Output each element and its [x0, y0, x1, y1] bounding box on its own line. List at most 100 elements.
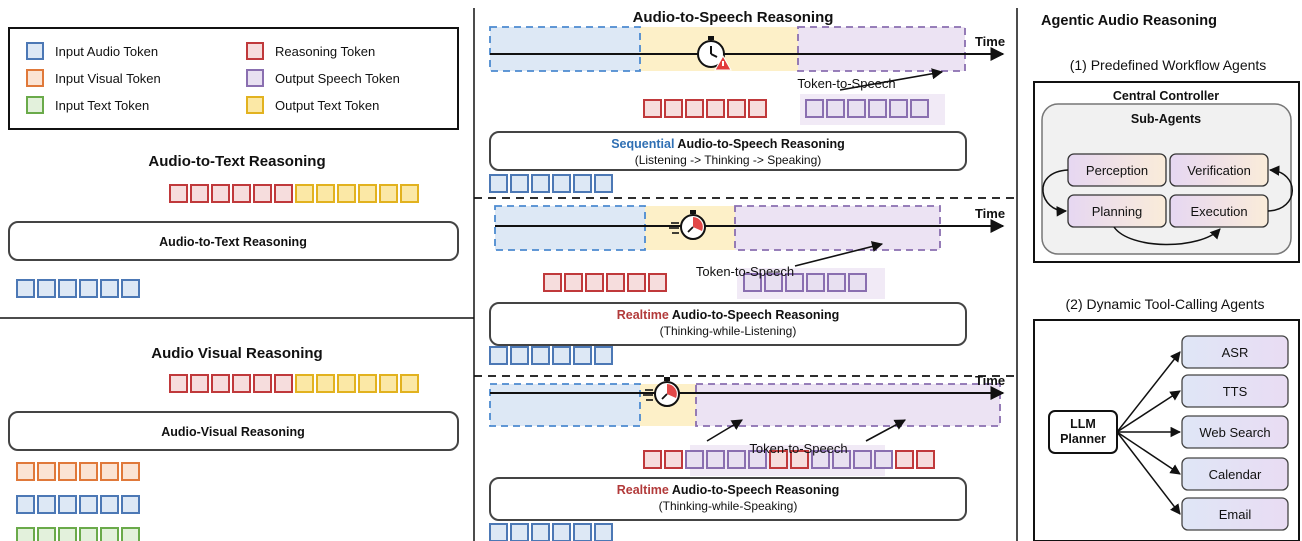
legend-item-label: Reasoning Token — [275, 44, 375, 59]
token-to-speech-label: Token-to-Speech — [797, 76, 895, 91]
token-to-speech-label: Token-to-Speech — [696, 264, 794, 279]
output-speech-token — [847, 99, 866, 118]
output-text-token — [295, 374, 314, 393]
audio-to-text-heading: Audio-to-Text Reasoning — [148, 153, 325, 170]
token-to-speech-arrow — [794, 241, 884, 267]
output-speech-token — [874, 450, 893, 469]
input-audio-token — [573, 174, 592, 193]
audio-to-text-input-tokens — [16, 279, 140, 298]
output-text-token — [379, 374, 398, 393]
input-text-token — [58, 527, 77, 541]
output-text-token — [295, 184, 314, 203]
input-audio-token — [79, 279, 98, 298]
input-text-token — [37, 527, 56, 541]
tool-box — [1181, 457, 1289, 491]
input-text-token — [100, 527, 119, 541]
legend-item-label: Output Text Token — [275, 98, 379, 113]
output-text-token — [337, 184, 356, 203]
reasoning-token — [190, 374, 209, 393]
output-speech-token — [727, 450, 746, 469]
audio-to-text-model-box — [8, 221, 459, 261]
audio-visual-output-tokens — [169, 374, 419, 393]
audio-visual-model-box — [8, 411, 459, 451]
output-text-token — [246, 96, 264, 114]
input-text-token — [121, 527, 140, 541]
reasoning-token — [274, 184, 293, 203]
input-audio-token — [489, 523, 508, 541]
time-label: Time — [975, 34, 1005, 49]
input-audio-token — [552, 174, 571, 193]
output-text-token — [316, 184, 335, 203]
input-visual-token — [79, 462, 98, 481]
audio-visual-heading: Audio Visual Reasoning — [151, 345, 322, 362]
output-speech-token — [811, 450, 830, 469]
mode-title-rest: Audio-to-Speech Reasoning — [674, 137, 844, 151]
output-text-token — [358, 184, 377, 203]
reasoning-token — [543, 273, 562, 292]
input-audio-token — [573, 523, 592, 541]
reasoning-token — [585, 273, 604, 292]
input-audio-token — [37, 279, 56, 298]
input-audio-token — [58, 495, 77, 514]
token-to-speech-label: Token-to-Speech — [749, 441, 847, 456]
input-audio-token — [531, 174, 550, 193]
output-speech-token — [748, 450, 767, 469]
output-text-token — [358, 374, 377, 393]
tool-label: ASR — [1222, 345, 1249, 360]
reasoning-token — [895, 450, 914, 469]
token-to-speech-arrow — [706, 419, 743, 442]
token-to-speech-arrow — [839, 68, 944, 91]
reasoning-token — [727, 99, 746, 118]
input-audio-token — [531, 523, 550, 541]
input-audio-token — [573, 346, 592, 365]
input-visual-token — [26, 69, 44, 87]
input-text-token — [79, 527, 98, 541]
mode-keyword: Sequential — [611, 137, 674, 151]
reasoning-token — [211, 374, 230, 393]
reasoning-token — [246, 42, 264, 60]
input-audio-token — [510, 523, 529, 541]
output-speech-token — [889, 99, 908, 118]
speaking-span — [695, 383, 1001, 427]
input-audio-token — [552, 523, 571, 541]
reasoning-token — [790, 450, 809, 469]
agentic-heading: Agentic Audio Reasoning — [1041, 13, 1217, 29]
input-audio-token — [594, 523, 613, 541]
tool-call-arrow — [1116, 351, 1181, 433]
output-text-token — [337, 374, 356, 393]
legend-item-label: Output Speech Token — [275, 71, 400, 86]
input-audio-token — [510, 174, 529, 193]
input-audio-token — [58, 279, 77, 298]
audio-to-speech-model-box — [489, 302, 967, 346]
reasoning-token — [606, 273, 625, 292]
workflow-arrow — [1267, 165, 1293, 212]
mode-title-rest: Audio-to-Speech Reasoning — [669, 308, 839, 322]
legend-item-label: Input Audio Token — [55, 44, 158, 59]
input-audio-token — [552, 346, 571, 365]
input-audio-token — [79, 495, 98, 514]
input-audio-token — [16, 495, 35, 514]
input-visual-token — [16, 462, 35, 481]
fast-stopwatch-icon — [643, 377, 680, 407]
output-speech-token — [806, 273, 825, 292]
input-visual-token — [100, 462, 119, 481]
mode-title: Sequential Audio-to-Speech Reasoning — [611, 137, 845, 151]
input-audio-token — [594, 174, 613, 193]
agent-label: Planning — [1092, 204, 1143, 219]
reasoning-token — [253, 184, 272, 203]
input-audio-token — [100, 495, 119, 514]
input-audio-token — [594, 346, 613, 365]
agent-label: Verification — [1187, 163, 1251, 178]
output-speech-token — [910, 99, 929, 118]
llm-planner-label: LLM — [1070, 417, 1096, 431]
agent-label: Perception — [1086, 163, 1148, 178]
time-label: Time — [975, 373, 1005, 388]
tool-label: Web Search — [1199, 425, 1270, 440]
audio-to-speech-model-box — [489, 477, 967, 521]
mode-title: Realtime Audio-to-Speech Reasoning — [617, 308, 839, 322]
central-controller-label: Central Controller — [1113, 89, 1219, 103]
tool-label: TTS — [1223, 384, 1248, 399]
